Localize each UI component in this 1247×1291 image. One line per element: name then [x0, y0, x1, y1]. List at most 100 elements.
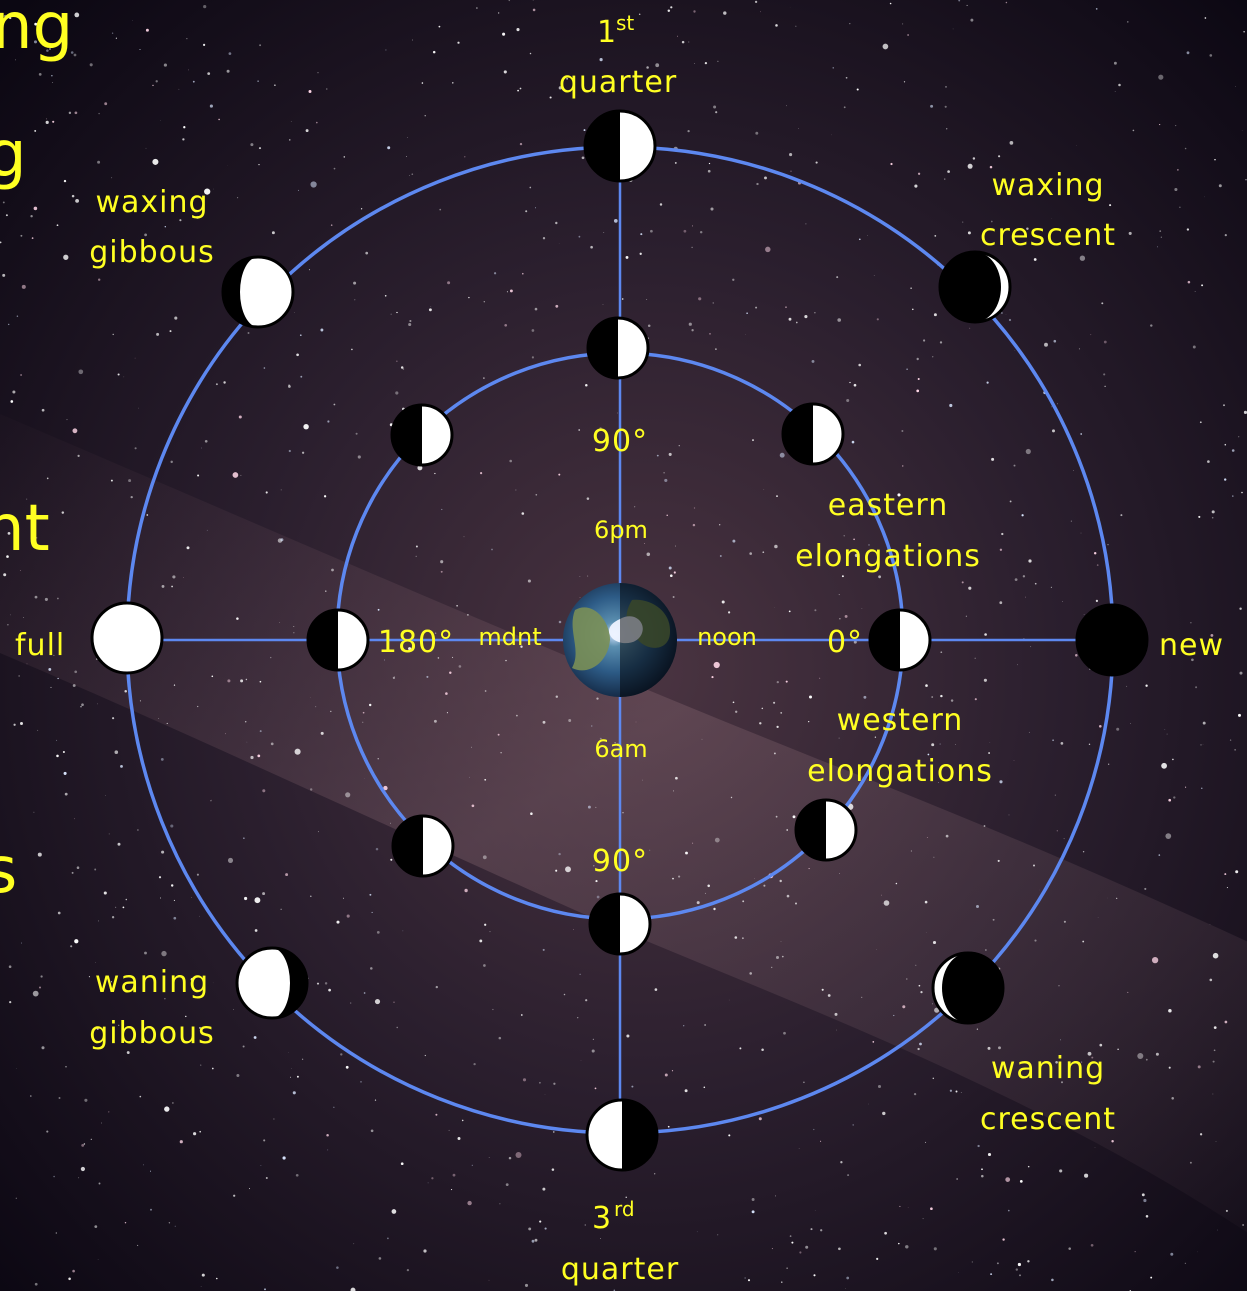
background-star — [471, 1164, 473, 1166]
background-star — [925, 1141, 927, 1143]
background-star — [762, 551, 765, 554]
background-star — [596, 697, 599, 700]
background-star — [786, 894, 790, 898]
background-star — [368, 703, 372, 707]
background-star — [328, 988, 331, 992]
background-star — [939, 341, 943, 344]
background-star — [804, 315, 808, 319]
background-star — [509, 289, 513, 293]
background-star — [299, 334, 302, 337]
background-star — [1080, 433, 1083, 435]
background-star — [808, 721, 810, 723]
background-star — [1173, 796, 1176, 799]
background-star — [244, 896, 248, 901]
background-star — [924, 900, 928, 904]
background-star — [139, 49, 141, 50]
background-star — [505, 659, 507, 662]
background-star — [238, 415, 242, 419]
background-star — [866, 234, 868, 236]
background-star — [211, 675, 214, 678]
background-star — [160, 897, 162, 899]
background-star — [137, 829, 139, 831]
background-star — [89, 63, 93, 67]
background-star — [374, 1099, 377, 1101]
background-star — [74, 939, 79, 944]
background-star — [667, 1125, 670, 1128]
background-star — [785, 680, 788, 683]
background-star — [773, 701, 776, 704]
full-moon-label: full — [15, 628, 65, 663]
background-star — [578, 235, 581, 238]
background-star — [917, 1047, 920, 1051]
background-star — [305, 129, 309, 133]
background-star — [775, 1195, 777, 1197]
background-star — [539, 1220, 542, 1223]
background-star — [97, 160, 101, 164]
background-star — [934, 1007, 940, 1013]
background-star — [1190, 622, 1192, 624]
background-star — [872, 1041, 875, 1043]
background-star — [30, 215, 33, 218]
background-star — [452, 656, 454, 658]
background-star — [105, 795, 106, 797]
background-star — [1189, 1161, 1192, 1164]
background-star — [77, 454, 80, 458]
background-star — [699, 230, 703, 234]
background-star — [325, 590, 327, 592]
background-star — [201, 447, 202, 449]
moon-third-quarter-icon — [585, 1098, 659, 1172]
background-star — [868, 544, 870, 546]
background-star — [856, 88, 859, 91]
background-star — [134, 357, 136, 359]
background-star — [983, 825, 986, 827]
background-star — [308, 269, 311, 271]
background-star — [714, 837, 720, 843]
background-star — [128, 479, 132, 483]
background-star — [1168, 1008, 1172, 1013]
background-star — [170, 884, 174, 887]
background-star — [972, 157, 976, 160]
background-star — [158, 876, 162, 879]
background-star — [836, 1029, 837, 1031]
eastern-elongations-line1: eastern — [828, 488, 949, 523]
background-star — [1158, 74, 1164, 80]
background-star — [57, 911, 61, 915]
background-star — [270, 742, 274, 746]
background-star — [484, 923, 487, 926]
background-star — [240, 474, 242, 476]
background-star — [451, 1189, 453, 1191]
background-star — [31, 237, 34, 239]
background-star — [1027, 1260, 1030, 1263]
background-star — [370, 967, 373, 970]
background-star — [202, 43, 206, 47]
background-star — [296, 1075, 299, 1078]
background-star — [1053, 339, 1057, 343]
background-star — [584, 1224, 586, 1226]
background-star — [209, 104, 213, 108]
background-star — [97, 703, 98, 705]
background-star — [1014, 578, 1018, 581]
background-star — [878, 575, 882, 579]
background-star — [974, 698, 977, 701]
background-star — [33, 206, 38, 211]
background-star — [847, 1174, 850, 1177]
background-star — [402, 930, 404, 932]
background-star — [755, 306, 758, 309]
background-star — [110, 981, 113, 983]
background-star — [990, 1273, 993, 1276]
background-star — [534, 1238, 538, 1242]
background-star — [998, 155, 1001, 158]
background-star — [694, 63, 695, 64]
background-star — [756, 182, 759, 186]
background-star — [654, 1173, 656, 1175]
background-star — [225, 733, 226, 735]
background-star — [798, 128, 799, 130]
background-star — [76, 866, 80, 869]
background-star — [599, 427, 602, 430]
background-star — [544, 1227, 547, 1230]
angle-0: 0° — [827, 625, 863, 660]
background-star — [683, 1025, 685, 1027]
background-star — [1022, 575, 1026, 578]
background-star — [788, 317, 792, 321]
